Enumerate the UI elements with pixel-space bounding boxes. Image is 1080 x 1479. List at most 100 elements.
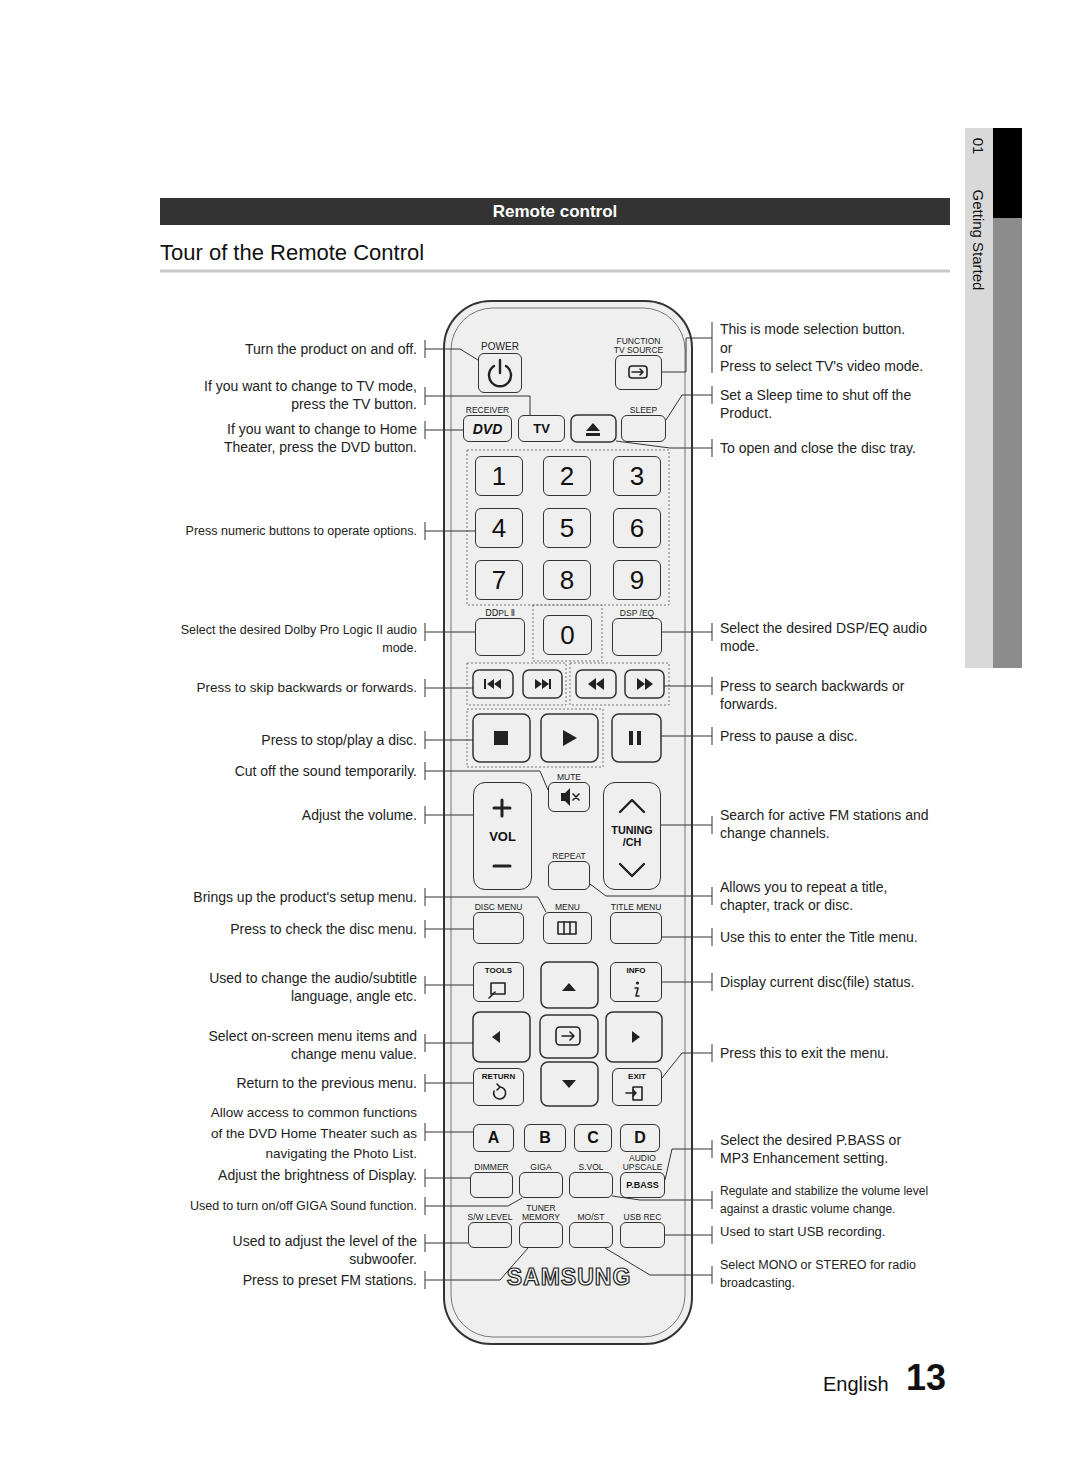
menu-button: MENU (543, 912, 592, 944)
leader-tick (712, 973, 713, 991)
button-caption: MENU (555, 903, 580, 912)
leader-line (590, 884, 712, 896)
leader-tick (425, 1271, 426, 1289)
volume-rocker: VOL (473, 782, 532, 890)
button-icon (484, 423, 653, 1088)
button-icon (494, 731, 508, 745)
number-button: 2 (543, 456, 591, 496)
callout-text: To open and close the disc tray. (720, 439, 916, 457)
leader-tick (425, 806, 426, 824)
callout-text: Used to start USB recording. (720, 1223, 885, 1241)
button-icon (549, 679, 551, 689)
number-button: 0 (543, 615, 592, 655)
button-icon (645, 678, 653, 690)
button-label: 1 (492, 461, 506, 492)
button-icon (494, 679, 501, 689)
callout-text: Press to preset FM stations. (243, 1271, 417, 1289)
button-caption: MUTE (557, 773, 581, 782)
page-title: Tour of the Remote Control (160, 240, 424, 266)
disc-menu-button: DISC MENU (473, 912, 524, 944)
button-icon-stroke (558, 922, 576, 934)
leader-line (661, 825, 712, 826)
button-icon (586, 433, 600, 436)
leader-tick (425, 679, 426, 697)
button-label: 4 (492, 513, 506, 544)
callout-text: If you want to change to Home Theater, p… (202, 420, 417, 456)
remote-body (443, 300, 693, 1345)
title-rule (160, 270, 950, 273)
most-button: MO/ST (569, 1222, 613, 1248)
button-icon-stroke (491, 983, 505, 994)
leader-tick (425, 387, 426, 405)
button-caption: FUNCTION TV SOURCE (611, 337, 667, 354)
callout-text: Adjust the brightness of Display. (218, 1166, 417, 1184)
leader-tick (425, 340, 426, 358)
callout-text: or (720, 339, 732, 357)
button-icon (586, 423, 600, 431)
leader-line (662, 982, 712, 983)
callout-text: Adjust the volume. (302, 806, 417, 824)
repeat-button: REPEAT (548, 861, 590, 890)
return-button: RETURN (473, 1068, 524, 1106)
button-label: 2 (560, 461, 574, 492)
leader-line (425, 632, 475, 633)
button-group-outline (467, 450, 669, 605)
sw-level-button: S/W LEVEL (468, 1222, 512, 1248)
number-button: 8 (543, 560, 591, 600)
callout-text: Press to search backwards or forwards. (720, 677, 930, 713)
callout-text: If you want to change to TV mode, press … (177, 377, 417, 413)
color-button: C (574, 1124, 612, 1152)
button-icon (596, 678, 604, 690)
leader-line (425, 1043, 473, 1044)
title-menu-button: TITLE MENU (610, 912, 662, 944)
button-label: 9 (630, 565, 644, 596)
giga-button: GIGA (519, 1172, 563, 1198)
button-icon (632, 1031, 640, 1043)
callout-text: Used to change the audio/subtitle langua… (187, 969, 417, 1005)
color-button: A (473, 1124, 514, 1152)
leader-line (425, 1132, 473, 1133)
sleep-button: SLEEP (621, 415, 666, 442)
button-icon-stroke (573, 794, 579, 800)
callout-text: Select the desired Dolby Pro Logic II au… (152, 621, 417, 657)
button-icon-stroke (632, 369, 643, 375)
button-caption: REPEAT (552, 852, 585, 861)
color-button: D (620, 1124, 660, 1152)
leader-tick (712, 677, 713, 695)
button-caption: RECEIVER (466, 406, 509, 415)
button-outline (473, 415, 664, 1106)
leader-line (661, 736, 712, 737)
color-button: B (524, 1124, 566, 1152)
button-caption: S/W LEVEL (468, 1213, 513, 1222)
leader-tick (712, 1266, 713, 1284)
button-group-outline (467, 450, 669, 767)
button-icon-stroke (494, 1087, 506, 1099)
button-caption: TUNER MEMORY (513, 1204, 569, 1221)
section-header: Remote control (493, 202, 618, 222)
leader-tick (712, 816, 713, 834)
button-outline (541, 1062, 598, 1106)
dimmer-button: DIMMER (470, 1172, 513, 1198)
leader-line (662, 338, 712, 372)
leader-line (612, 1196, 712, 1200)
button-label: TOOLS (474, 966, 523, 975)
callout-text: Return to the previous menu. (236, 1074, 417, 1092)
number-button: 9 (613, 560, 661, 600)
section-tab (993, 218, 1022, 668)
button-label: 3 (630, 461, 644, 492)
button-icon (484, 679, 486, 689)
button-icon-stroke (494, 800, 510, 816)
button-group-outline (467, 709, 603, 767)
info-button: INFO (610, 962, 662, 1002)
button-icon-stroke (635, 988, 639, 996)
callout-text: Regulate and stabilize the volume level … (720, 1182, 960, 1218)
callout-text: Allows you to repeat a title, chapter, t… (720, 878, 920, 914)
leader-tick (425, 1197, 426, 1215)
button-outline (541, 714, 598, 762)
button-label: VOL (489, 829, 516, 844)
button-caption: DISC MENU (475, 903, 523, 912)
button-icon (563, 730, 577, 746)
leader-line (425, 1083, 473, 1084)
button-label: DVD (473, 421, 503, 437)
leader-tick (425, 731, 426, 749)
